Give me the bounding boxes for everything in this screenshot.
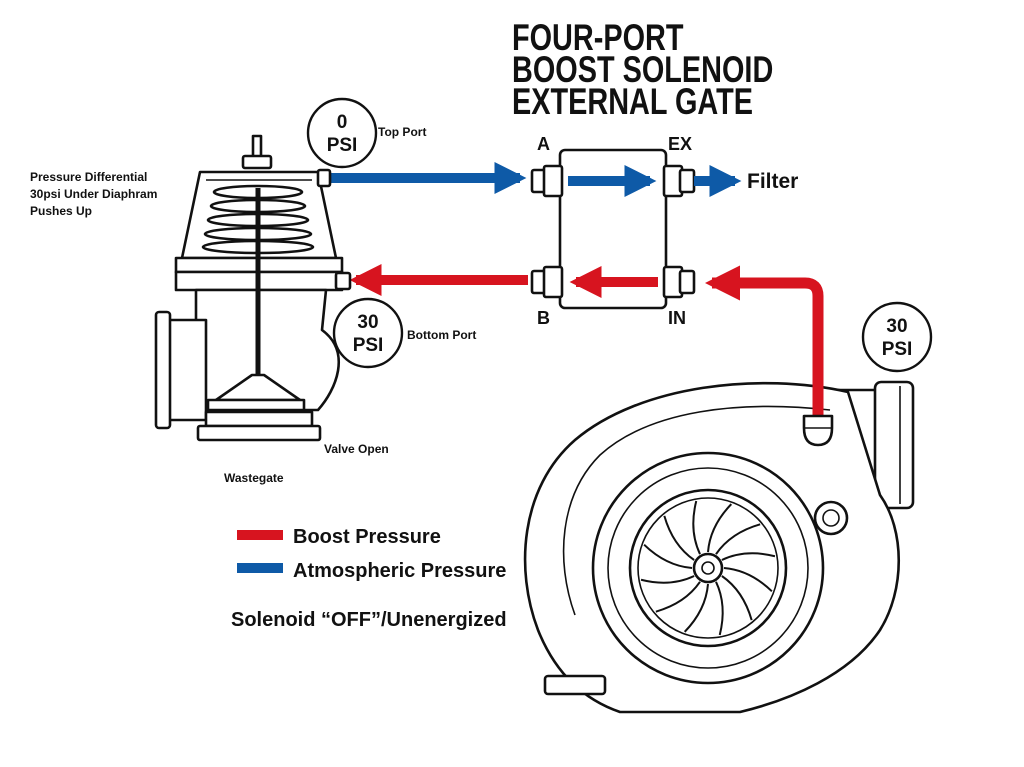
gauge-turbo-unit: PSI	[882, 339, 913, 360]
port-b-fitting	[542, 265, 564, 299]
port-a-label: A	[537, 134, 550, 154]
compressor-wheel	[640, 500, 776, 636]
legend-label-atmospheric: Atmospheric Pressure	[293, 560, 506, 582]
pressure-note-line-2: 30psi Under Diaphram	[30, 187, 157, 201]
port-b-label: B	[537, 308, 550, 328]
wastegate-inlet-tube	[166, 318, 208, 422]
valve-state-label: Valve Open	[324, 442, 389, 456]
compressor-blade	[655, 581, 701, 613]
legend-swatch-boost	[237, 530, 283, 540]
turbo-outlet-flange	[873, 380, 915, 510]
legend-label-boost: Boost Pressure	[293, 526, 441, 548]
gauge-top-value: 0	[337, 112, 348, 133]
compressor-blade	[643, 543, 693, 569]
port-ex-label: EX	[668, 134, 692, 154]
gauge-bottom-value: 30	[357, 312, 378, 333]
boost-solenoid: A B EX IN	[530, 134, 696, 328]
compressor-blade	[715, 581, 724, 636]
title-line-1: FOUR-PORT	[512, 18, 683, 59]
pressure-note-line-3: Pushes Up	[30, 204, 92, 218]
top-port-fitting	[316, 168, 332, 188]
wastegate-inlet-flange	[154, 310, 172, 430]
turbocharger	[523, 380, 915, 714]
gauge-bottom-port: 30 PSI	[332, 297, 404, 369]
compressor-nut	[692, 552, 724, 584]
turbo-boost-fitting	[802, 414, 834, 447]
bottom-port-label: Bottom Port	[407, 328, 476, 342]
title-line-2: BOOST SOLENOID	[512, 50, 773, 91]
compressor-blade	[663, 515, 695, 561]
wastegate-outlet-flange	[196, 424, 322, 442]
legend-swatch-atmospheric	[237, 563, 283, 573]
top-port-label: Top Port	[378, 125, 426, 139]
turbo-bolt-boss	[813, 500, 849, 536]
compressor-blade	[640, 575, 695, 584]
diagram-title: FOUR-PORT BOOST SOLENOID EXTERNAL GATE	[512, 18, 773, 123]
compressor-blade	[721, 575, 753, 621]
valve-seat	[206, 398, 306, 412]
wastegate	[154, 134, 352, 442]
wastegate-label: Wastegate	[224, 471, 284, 485]
pressure-note-line-1: Pressure Differential	[30, 170, 147, 184]
turbo-mount-foot	[543, 674, 607, 696]
compressor-blade	[683, 583, 709, 633]
title-line-3: EXTERNAL GATE	[512, 82, 753, 123]
port-in-label: IN	[668, 308, 686, 328]
solenoid-state-label: Solenoid “OFF”/Unenergized	[231, 609, 507, 631]
compressor-blade	[715, 523, 761, 555]
port-a-fitting	[542, 164, 564, 198]
compressor-blade	[692, 500, 701, 555]
gauge-top-unit: PSI	[327, 135, 358, 156]
gauge-turbo-value: 30	[886, 316, 907, 337]
boost-line-turbo-to-in	[704, 265, 824, 420]
compressor-blade	[721, 552, 776, 561]
gauge-bottom-unit: PSI	[353, 335, 384, 356]
gauge-top-port: 0 PSI	[306, 97, 378, 169]
wastegate-outlet-tube	[204, 410, 314, 428]
gauge-turbo: 30 PSI	[861, 301, 933, 373]
compressor-blade	[707, 503, 733, 553]
filter-label: Filter	[747, 170, 798, 193]
bottom-port-fitting	[334, 271, 352, 291]
compressor-blade	[723, 567, 773, 593]
legend: Boost Pressure Atmospheric Pressure Sole…	[231, 526, 507, 631]
